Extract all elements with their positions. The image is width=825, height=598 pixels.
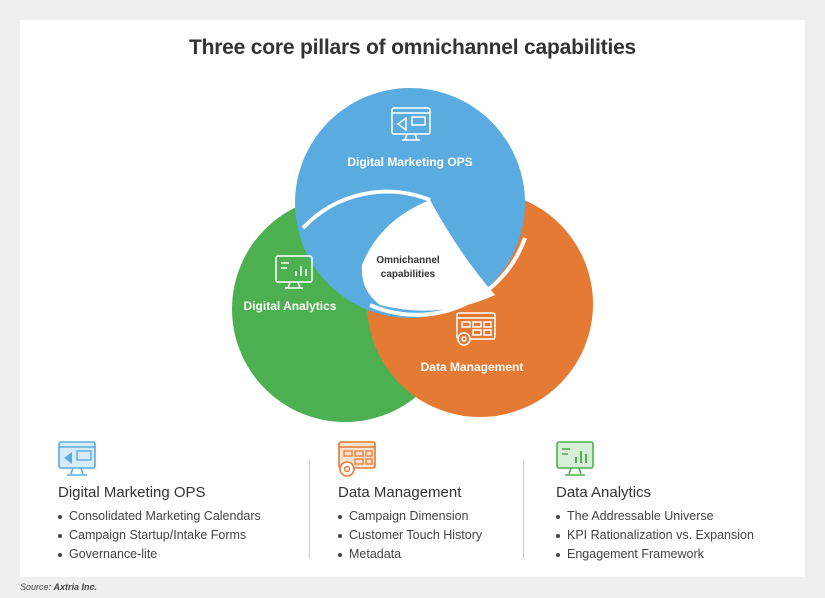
venn-separator-arc [301,189,431,230]
marketing-monitor-icon [391,107,431,141]
column-title: Data Management [338,484,462,501]
column-item-list: Consolidated Marketing Calendars Campaig… [58,507,261,564]
page-title: Three core pillars of omnichannel capabi… [188,36,637,59]
venn-center-area [361,200,495,311]
list-item: Governance-lite [58,545,261,564]
list-item: Engagement Framework [556,545,754,564]
column-data-analytics: Data Analytics The Addressable Universe … [556,440,754,564]
column-item-list: Campaign Dimension Customer Touch Histor… [338,507,482,564]
list-item: Campaign Dimension [338,507,482,526]
list-item: Campaign Startup/Intake Forms [58,526,261,545]
source-credit: Source: Axtria Inc. [20,582,97,592]
column-title: Data Analytics [556,484,652,501]
list-item: Metadata [338,545,482,564]
venn-diagram: Omnichannel capabilities Digital Marketi… [232,88,593,422]
column-divider [523,460,524,558]
column-title: Digital Marketing OPS [58,484,206,501]
venn-label-digital-marketing-ops: Digital Marketing OPS [347,155,472,169]
list-item: Customer Touch History [338,526,482,545]
analytics-monitor-icon [556,441,594,476]
column-data-management: Data Management Campaign Dimension Custo… [338,440,482,564]
venn-label-digital-analytics: Digital Analytics [244,299,337,313]
column-item-list: The Addressable Universe KPI Rationaliza… [556,507,754,564]
list-item: Consolidated Marketing Calendars [58,507,261,526]
venn-center-label-line2: capabilities [381,269,436,280]
analytics-monitor-icon [275,255,313,289]
list-item: KPI Rationalization vs. Expansion [556,526,754,545]
marketing-monitor-icon [58,441,96,476]
venn-label-data-management: Data Management [421,360,524,374]
data-gear-icon [338,441,376,477]
column-divider [309,460,310,558]
source-name: Axtria Inc. [53,582,98,592]
source-prefix: Source: [20,582,54,592]
data-gear-icon [456,312,496,346]
column-digital-marketing-ops: Digital Marketing OPS Consolidated Marke… [58,440,261,564]
list-item: The Addressable Universe [556,507,754,526]
infographic-card: Three core pillars of omnichannel capabi… [20,20,805,577]
venn-center-label-line1: Omnichannel [376,255,440,266]
